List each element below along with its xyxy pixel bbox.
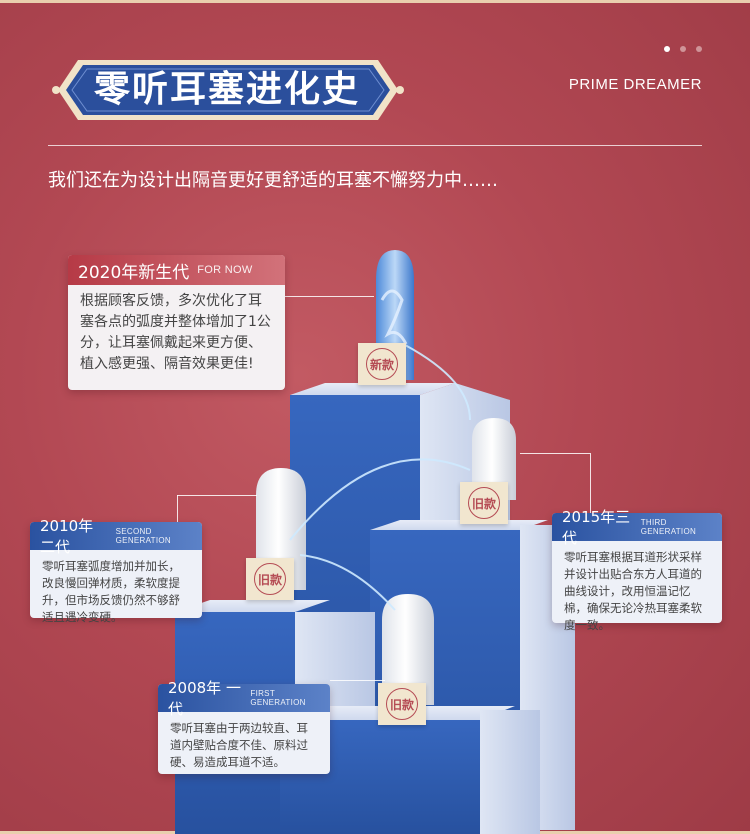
card-2020: 2020年新生代 FOR NOW 根据顾客反馈，多次优化了耳塞各点的弧度并整体增… [68, 255, 285, 390]
tag-new: 新款 [358, 343, 406, 385]
pager-dot-3[interactable] [696, 46, 702, 52]
card-2010-generation: SECOND GENERATION [115, 527, 171, 545]
leader-2015-v [590, 453, 591, 513]
leader-2008 [330, 680, 385, 681]
tag-gen2-label: 旧款 [254, 563, 286, 595]
title-plate [52, 60, 404, 120]
brand-name: PRIME DREAMER [568, 76, 702, 93]
pager-dot-1[interactable] [664, 46, 670, 52]
card-2015-generation: THIRD GENERATION [640, 518, 697, 536]
card-2020-generation: FOR NOW [197, 264, 253, 276]
leader-2015-h [520, 453, 590, 454]
pager-dots [664, 46, 702, 52]
card-2008-header: 2008年 一代 FIRST GENERATION [158, 679, 330, 718]
header-divider [48, 145, 702, 146]
card-2015-description: 零听耳塞根据耳道形状采样并设计出贴合东方人耳道的曲线设计，改用恒温记忆棉，确保无… [564, 550, 702, 632]
card-2008-year: 2008年 一代 [168, 679, 241, 718]
leader-2010-v [177, 495, 178, 523]
card-2008: 2008年 一代 FIRST GENERATION 零听耳塞由于两边较直、耳道内… [158, 679, 330, 774]
evolution-arcs [289, 344, 471, 611]
card-2015-year: 2015年三代 [562, 508, 631, 547]
leader-2020 [284, 296, 374, 297]
card-2010-year: 2010年二代 [40, 517, 94, 556]
leader-2010-h [177, 495, 257, 496]
card-2010: 2010年二代 SECOND GENERATION 零听耳塞弧度增加并加长，改良… [30, 517, 202, 624]
tag-gen1-label: 旧款 [386, 688, 418, 720]
page-subtitle: 我们还在为设计出隔音更好更舒适的耳塞不懈努力中…… [48, 170, 498, 191]
card-2010-description: 零听耳塞弧度增加并加长，改良慢回弹材质，柔软度提升，但市场反馈仍然不够舒适且遇冷… [42, 559, 180, 624]
tag-gen1: 旧款 [378, 683, 426, 725]
card-2015: 2015年三代 THIRD GENERATION 零听耳塞根据耳道形状采样并设计… [552, 508, 722, 632]
page-title: 零听耳塞进化史 [93, 69, 360, 110]
pager-dot-2[interactable] [680, 46, 686, 52]
tag-gen2: 旧款 [246, 558, 294, 600]
earplug-gen1 [382, 594, 434, 705]
tag-gen3-label: 旧款 [468, 487, 500, 519]
card-2015-header: 2015年三代 THIRD GENERATION [552, 508, 722, 547]
tag-new-label: 新款 [366, 348, 398, 380]
card-2020-description: 根据顾客反馈，多次优化了耳塞各点的弧度并整体增加了1公分，让耳塞佩戴起来更方便、… [80, 293, 271, 372]
card-2010-header: 2010年二代 SECOND GENERATION [30, 517, 202, 556]
tag-gen3: 旧款 [460, 482, 508, 524]
card-2008-generation: FIRST GENERATION [250, 689, 306, 707]
card-2008-description: 零听耳塞由于两边较直、耳道内壁贴合度不佳、原料过硬、易造成耳道不适。 [170, 721, 308, 769]
card-2020-year: 2020年新生代 [78, 262, 190, 283]
earplug-gen3 [472, 418, 516, 500]
card-2020-header: 2020年新生代 FOR NOW [68, 255, 285, 285]
